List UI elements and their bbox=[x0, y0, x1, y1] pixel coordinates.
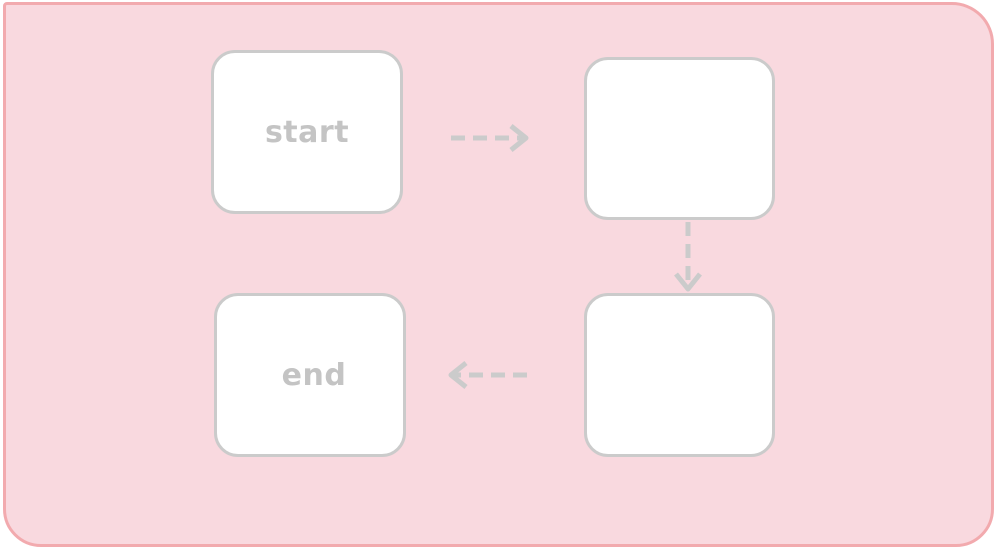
step-3-node bbox=[584, 293, 775, 457]
end-node-label: end bbox=[281, 357, 347, 393]
step-2-node bbox=[584, 57, 775, 220]
diagram-background-panel bbox=[3, 2, 994, 547]
end-node: end bbox=[214, 293, 406, 457]
start-node: start bbox=[211, 50, 403, 214]
start-node-label: start bbox=[264, 114, 350, 150]
